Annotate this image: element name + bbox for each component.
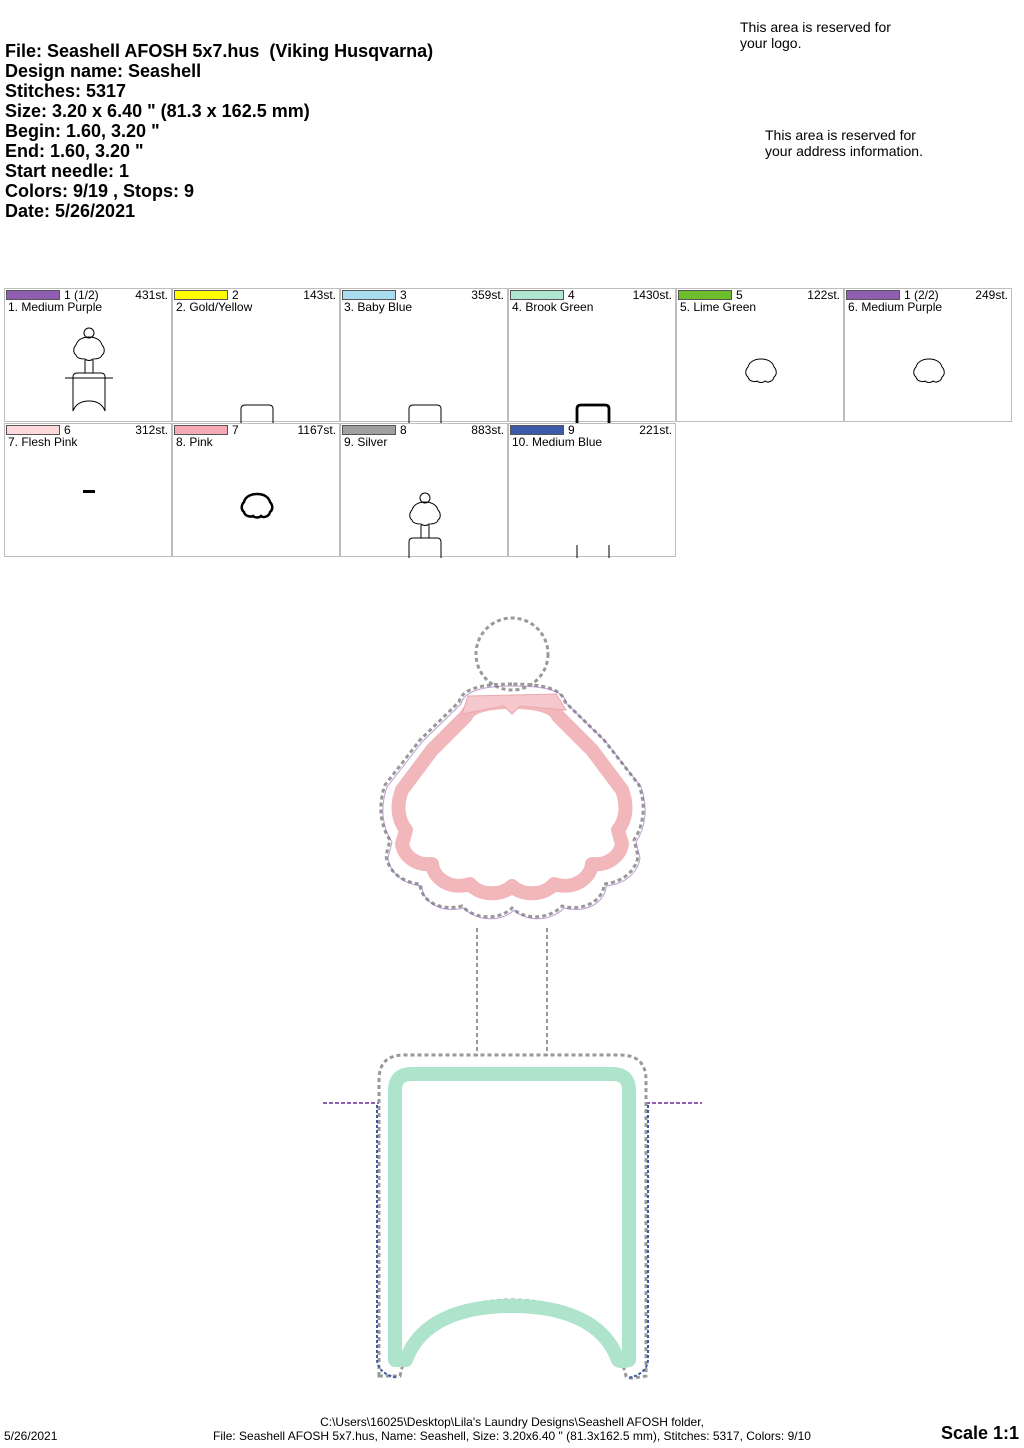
needle-number: 6 — [64, 423, 71, 437]
color-step-cell: 6 312st. 7. Flesh Pink — [4, 423, 172, 557]
needle-number: 2 — [232, 288, 239, 302]
shell-satin — [391, 695, 633, 901]
design-name: Design name: Seashell — [5, 61, 202, 81]
logo-reserved-note: This area is reserved for your logo. — [740, 19, 891, 51]
step-stitch-count: 122st. — [807, 288, 840, 302]
needle-number: 7 — [232, 423, 239, 437]
begin-point: Begin: 1.60, 3.20 " — [5, 121, 160, 141]
color-name: 6. Medium Purple — [848, 300, 943, 314]
color-swatch — [510, 425, 564, 435]
color-swatch — [342, 425, 396, 435]
design-info: File: Seashell AFOSH 5x7.hus (Viking Hus… — [5, 41, 433, 221]
color-swatch — [174, 290, 228, 300]
needle-number: 9 — [568, 423, 575, 437]
color-step-cell: 3 359st. 3. Baby Blue — [340, 288, 508, 423]
step-thumbnail — [408, 492, 442, 558]
address-reserved-note: This area is reserved for your address i… — [765, 127, 923, 159]
step-stitch-count: 359st. — [471, 288, 504, 302]
step-stitch-count: 1430st. — [632, 288, 672, 302]
color-step-cell: 5 122st. 5. Lime Green — [676, 288, 844, 422]
footer-summary: File: Seashell AFOSH 5x7.hus, Name: Seas… — [213, 1429, 811, 1443]
color-step-cell: 2 143st. 2. Gold/Yellow — [172, 288, 340, 423]
holder-side-left — [376, 1105, 399, 1379]
stitch-count: Stitches: 5317 — [5, 81, 127, 101]
color-step-cell: 1 (2/2) 249st. 6. Medium Purple — [844, 288, 1012, 422]
color-step-grid: 1 (1/2) 431st. 1. Medium Purple 2 143st. 2. G… — [4, 288, 1014, 558]
step-thumbnail — [576, 545, 610, 558]
color-step-cell: 8 883st. 9. Silver — [340, 423, 508, 558]
color-swatch — [174, 425, 228, 435]
color-name: 5. Lime Green — [680, 300, 757, 314]
needle-number: 4 — [568, 288, 575, 302]
color-swatch — [678, 290, 732, 300]
color-swatch — [846, 290, 900, 300]
step-thumbnail — [408, 404, 442, 423]
step-stitch-count: 221st. — [639, 423, 672, 437]
ring-loop — [474, 616, 550, 692]
color-step-cell: 9 221st. 10. Medium Blue — [508, 423, 676, 558]
step-stitch-count: 1167st. — [297, 423, 336, 437]
holder-side-right — [627, 1105, 649, 1379]
start-needle: Start needle: 1 — [5, 161, 130, 181]
end-point: End: 1.60, 3.20 " — [5, 141, 144, 161]
step-thumbnail — [83, 490, 95, 493]
design-date: Date: 5/26/2021 — [5, 201, 136, 221]
scale-label: Scale 1:1 — [940, 1423, 1019, 1443]
color-step-cell: 1 (1/2) 431st. 1. Medium Purple — [4, 288, 172, 422]
step-thumbnail — [913, 358, 945, 383]
step-stitch-count: 249st. — [975, 288, 1008, 302]
needle-number: 1 (1/2) — [64, 288, 99, 302]
color-name: 8. Pink — [176, 435, 213, 449]
footer-file-info: C:\Users\16025\Desktop\Lila's Laundry De… — [0, 1415, 1024, 1443]
color-name: 2. Gold/Yellow — [176, 300, 253, 314]
step-thumbnail — [240, 404, 274, 423]
needle-number: 1 (2/2) — [904, 288, 939, 302]
file-line: File: Seashell AFOSH 5x7.hus (Viking Hus… — [5, 41, 434, 61]
step-stitch-count: 883st. — [471, 423, 504, 437]
color-swatch — [342, 290, 396, 300]
step-thumbnail — [240, 492, 274, 519]
step-stitch-count: 143st. — [303, 288, 336, 302]
color-swatch — [6, 425, 60, 435]
color-name: 3. Baby Blue — [344, 300, 413, 314]
footer-date: 5/26/2021 — [4, 1429, 58, 1443]
color-step-cell: 7 1167st. 8. Pink — [172, 423, 340, 557]
step-stitch-count: 312st. — [135, 423, 168, 437]
color-swatch — [510, 290, 564, 300]
needle-number: 3 — [400, 288, 407, 302]
needle-number: 5 — [736, 288, 743, 302]
design-size: Size: 3.20 x 6.40 " (81.3 x 162.5 mm) — [5, 101, 310, 121]
design-preview — [323, 616, 702, 1380]
color-name: 7. Flesh Pink — [8, 435, 78, 449]
step-thumbnail — [575, 403, 611, 423]
color-name: 1. Medium Purple — [8, 300, 103, 314]
step-stitch-count: 431st. — [135, 288, 168, 302]
step-thumbnail — [745, 358, 777, 383]
color-name: 4. Brook Green — [512, 300, 594, 314]
step-thumbnail — [65, 327, 113, 412]
needle-number: 8 — [400, 423, 407, 437]
footer-path: C:\Users\16025\Desktop\Lila's Laundry De… — [320, 1415, 704, 1429]
holder-satin — [388, 1067, 636, 1368]
colors-stops: Colors: 9/19 , Stops: 9 — [5, 181, 195, 201]
color-swatch — [6, 290, 60, 300]
color-name: 10. Medium Blue — [512, 435, 603, 449]
shell-crown — [461, 693, 567, 715]
color-name: 9. Silver — [344, 435, 388, 449]
color-step-cell: 4 1430st. 4. Brook Green — [508, 288, 676, 423]
